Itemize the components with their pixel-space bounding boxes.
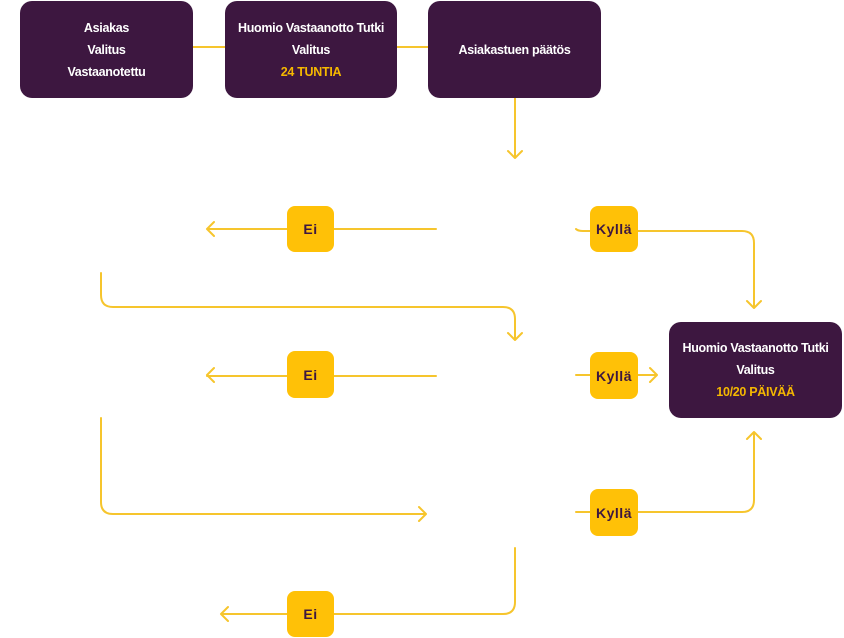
box-line: Asiakas: [83, 20, 130, 35]
box-deadline: 10/20 PÄIVÄÄ: [716, 385, 795, 399]
arrow-row1-yes: [575, 228, 762, 309]
arrow-decision-down: [507, 97, 523, 159]
box-line: Valitus: [87, 42, 126, 57]
badge-yes-row1: Kyllä: [590, 206, 638, 252]
box-line: Valitus: [291, 42, 331, 57]
arrow-row3-no: [220, 547, 516, 622]
badge-yes-row2: Kyllä: [590, 352, 638, 399]
box-final: Huomio Vastaanotto Tutki Valitus 10/20 P…: [669, 322, 842, 418]
badge-no-row3: Ei: [287, 591, 334, 637]
box-line: Vastaanotettu: [67, 64, 146, 79]
arrow-row3-yes: [575, 431, 762, 513]
badge-no-row2: Ei: [287, 351, 334, 398]
box-deadline: 24 TUNTIA: [280, 64, 342, 79]
box-complaint-received: Asiakas Valitus Vastaanotettu: [20, 1, 193, 98]
badge-yes-row3: Kyllä: [590, 489, 638, 536]
arrow-loop-to-row2: [100, 272, 523, 341]
box-line: Asiakastuen päätös: [458, 42, 571, 57]
box-line: Huomio Vastaanotto Tutki: [237, 20, 385, 35]
box-line: Valitus: [736, 363, 775, 377]
box-acknowledge: Huomio Vastaanotto Tutki Valitus 24 TUNT…: [225, 1, 397, 98]
badge-no-row1: Ei: [287, 206, 334, 252]
arrow-loop-to-row3: [100, 417, 427, 522]
box-line: Huomio Vastaanotto Tutki: [682, 341, 829, 355]
box-decision: Asiakastuen päätös: [428, 1, 601, 98]
